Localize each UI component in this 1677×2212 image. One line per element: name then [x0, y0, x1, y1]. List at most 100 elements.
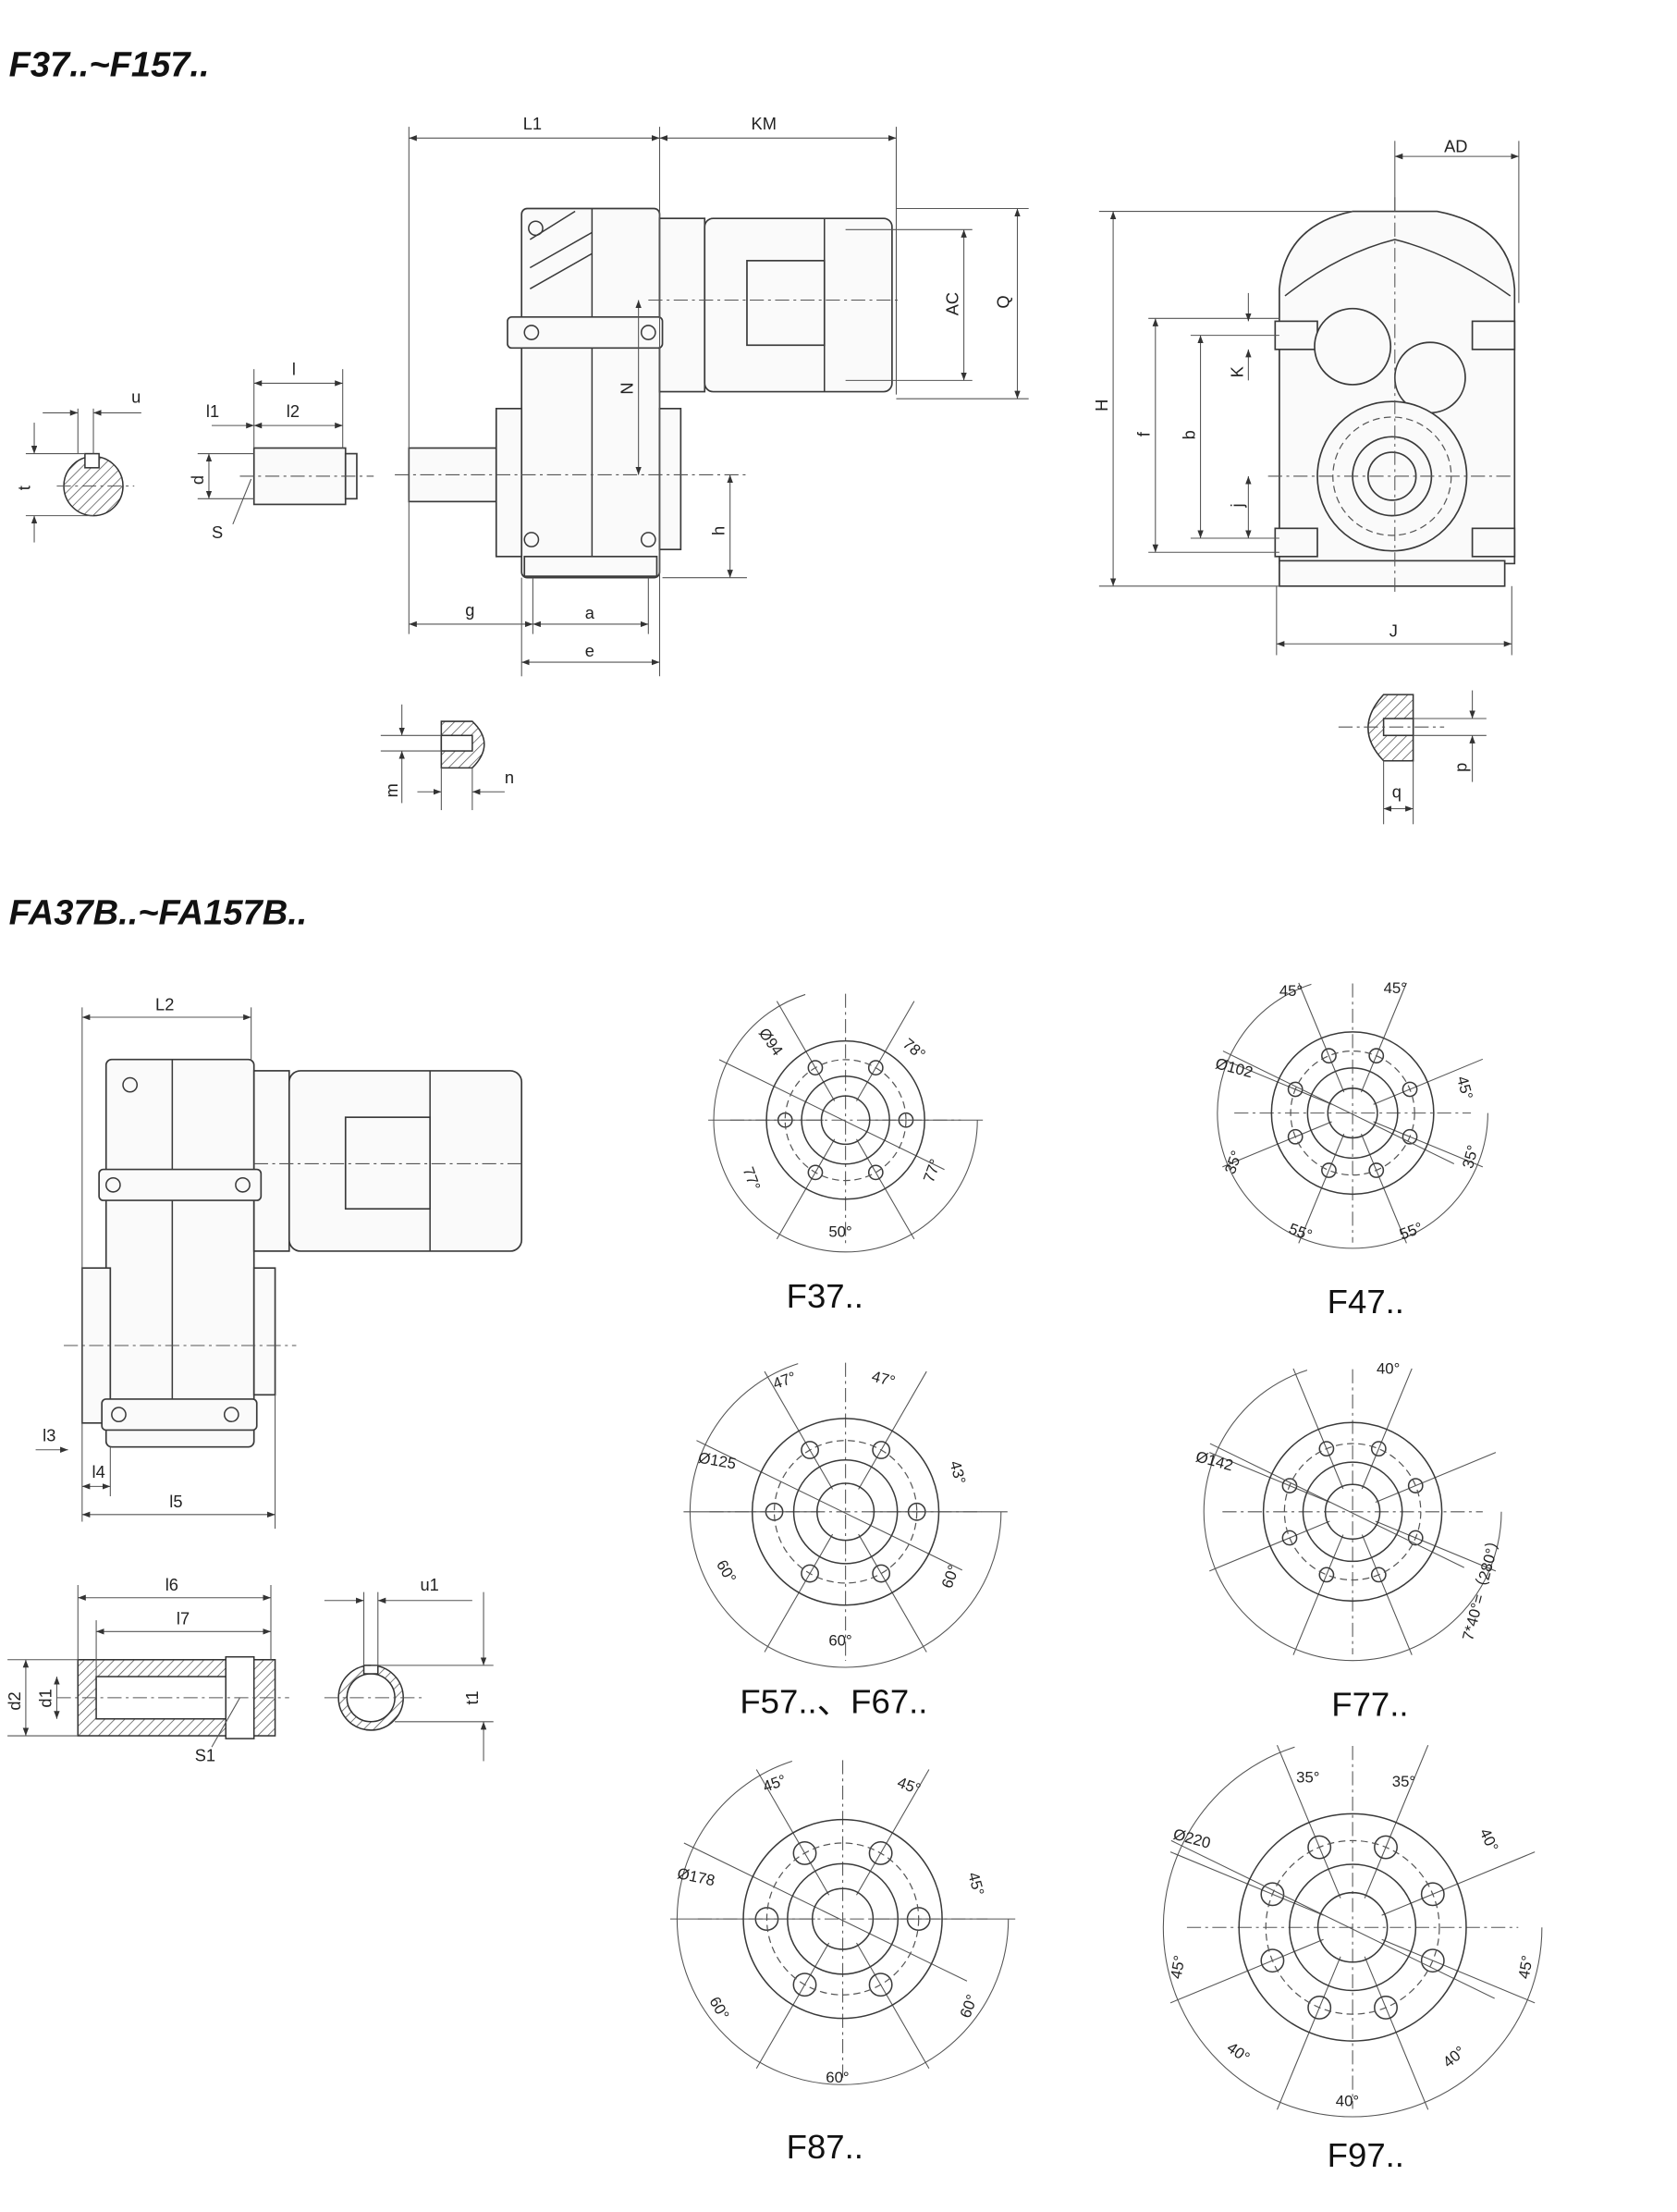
flange-angle: 45° [895, 1774, 923, 1799]
dim-H: H [1092, 399, 1111, 412]
flange-spigot [1302, 1461, 1403, 1563]
dim-e: e [585, 641, 594, 660]
flange-caption: F37.. [787, 1277, 863, 1315]
bolt-hole [868, 1972, 893, 1997]
dim-L2: L2 [155, 994, 174, 1014]
dimension-arc [689, 1356, 1002, 1668]
flange-outline [765, 1039, 925, 1200]
dim-g: g [465, 600, 474, 620]
dim-n: n [505, 768, 514, 787]
flange-angle: 45° [964, 1870, 987, 1897]
angle-ray [1276, 1744, 1341, 1899]
flange-angle: 45° [1384, 979, 1407, 997]
flange-outline [1270, 1031, 1435, 1196]
bolt-circle [1283, 1443, 1422, 1581]
shaft-bore [1327, 1088, 1378, 1139]
bolt-hole [1321, 1048, 1337, 1064]
shaft-bore [816, 1482, 875, 1542]
dim-Q: Q [993, 295, 1012, 308]
bolt-hole [1368, 1048, 1385, 1064]
bolt-hole [1260, 1882, 1285, 1907]
f-side-view: L1 KM AC Q N h g a e [395, 114, 1029, 677]
flange-diameter: Ø142 [1193, 1447, 1235, 1474]
dim-L1: L1 [523, 114, 542, 133]
dim-S1: S1 [195, 1745, 215, 1764]
flange-outline [1238, 1813, 1467, 2042]
flange-angle: 77° [740, 1164, 765, 1192]
bolt-hole [872, 1441, 891, 1459]
flange-spigot [1306, 1067, 1399, 1160]
flange-angle: 35° [1221, 1149, 1246, 1176]
flange-outline [751, 1418, 940, 1606]
flange-angle: 40° [1377, 1359, 1400, 1377]
flange-angle: 50° [828, 1223, 851, 1241]
flange-spigot [1289, 1863, 1417, 1992]
dim-u: u [131, 387, 141, 407]
bolt-hole [1307, 1835, 1332, 1860]
dim-J: J [1389, 621, 1398, 641]
bolt-hole [807, 1060, 824, 1076]
dim-K: K [1227, 366, 1246, 377]
bolt-hole [801, 1441, 819, 1459]
flange-diameter: Ø94 [755, 1025, 787, 1059]
flange-angle: 60° [713, 1557, 740, 1586]
bolt-hole [1420, 1948, 1445, 1973]
dimension-arc [1217, 977, 1488, 1249]
angle-ray [1381, 1938, 1536, 2004]
flange-caption: F97.. [1328, 2136, 1404, 2174]
angle-ray [1169, 1938, 1324, 2004]
flange-outline [742, 1818, 943, 2020]
diameter-leader [1209, 1443, 1465, 1568]
flange-f57-f67: 47° 47° Ø125 43° 60° 60° 60° F57..、F67.. [683, 1356, 1008, 1721]
flange-angle: 43° [946, 1459, 969, 1486]
bolt-hole [1321, 1162, 1337, 1178]
bolt-circle [1290, 1050, 1415, 1176]
flange-angle: 35° [1392, 1773, 1415, 1790]
shaft-bore [811, 1887, 875, 1950]
dimension-arc [1162, 1737, 1543, 2118]
dim-l3: l3 [43, 1426, 55, 1445]
bolt-hole [872, 1564, 891, 1583]
terminal-box [746, 260, 826, 347]
flange-angle: 40° [1224, 2039, 1254, 2067]
flange-f37: Ø94 78° 77° 77° 50° F37.. [708, 988, 984, 1315]
dim-t1: t1 [462, 1690, 482, 1704]
diameter-leader [1170, 1839, 1495, 1999]
flange-f97: 35° 35° Ø220 40° 45° 45° 40° 40° 40° F97… [1162, 1737, 1543, 2174]
dim-a: a [585, 603, 595, 622]
bolt-hole [792, 1972, 817, 1997]
bolt-hole [1318, 1441, 1335, 1457]
dim-d1: d1 [35, 1689, 55, 1707]
bolt-hole [1318, 1567, 1335, 1583]
flange-angle: 45° [761, 1771, 789, 1796]
flange-diameter: Ø220 [1171, 1825, 1213, 1852]
bolt-hole [868, 1841, 893, 1865]
dim-t: t [14, 485, 33, 490]
f-front-view: AD H f b K j J p q [1092, 137, 1520, 825]
dim-p: p [1451, 763, 1471, 772]
dim-h: h [709, 526, 728, 535]
bolt-hole [1407, 1478, 1424, 1493]
shaft-bore [1324, 1483, 1381, 1541]
dim-l: l [292, 359, 296, 378]
diameter-leader [696, 1440, 963, 1571]
bolt-hole [1420, 1882, 1445, 1907]
dim-KM: KM [752, 114, 777, 133]
flange-angle: 60° [938, 1563, 963, 1591]
flange-angle: 40° [1336, 2093, 1359, 2110]
bolt-hole [1402, 1128, 1418, 1145]
flange-angle: 45° [1453, 1075, 1476, 1101]
dim-d: d [188, 475, 207, 485]
bolt-hole [807, 1164, 824, 1181]
flange-angle: 55° [1287, 1220, 1315, 1245]
angle-ray [1381, 1851, 1536, 1916]
angle-ray [1169, 1851, 1324, 1916]
flange-f87: 45° 45° Ø178 45° 60° 60° 60° F87.. [669, 1752, 1016, 2166]
bolt-hole [1370, 1567, 1387, 1583]
dimension-arc [676, 1752, 1010, 2085]
dim-N: N [618, 382, 637, 394]
shaft-bore [820, 1095, 871, 1146]
dimension-arc [1203, 1362, 1502, 1662]
dim-m: m [382, 783, 401, 797]
